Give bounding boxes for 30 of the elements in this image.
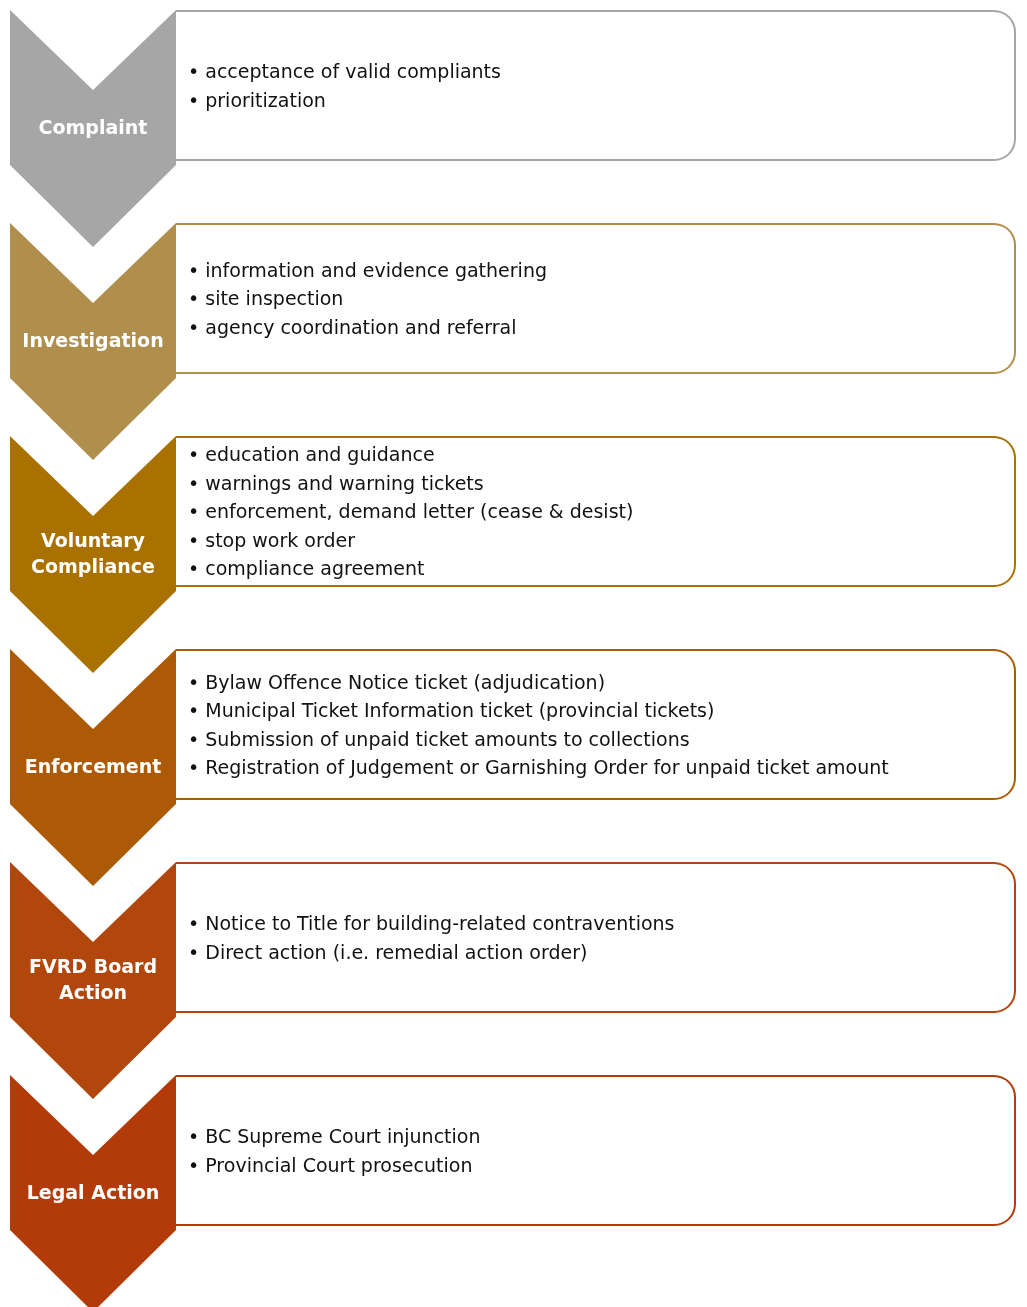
bullet-item: • education and guidance xyxy=(188,442,436,468)
bullet-item: • Bylaw Offence Notice ticket (adjudication) xyxy=(188,669,607,695)
stage-label: Legal Action xyxy=(25,1180,161,1206)
bullet-item: • Submission of unpaid ticket amounts to collections xyxy=(188,726,691,752)
stage-label: Investigation xyxy=(21,328,165,354)
text-panel xyxy=(176,436,1016,587)
bullet-item: • enforcement, demand letter (cease & desist) xyxy=(188,499,635,525)
text-panel xyxy=(176,862,1016,1013)
bullet-item: • Direct action (i.e. remedial action order) xyxy=(188,939,589,965)
bullet-item: • warnings and warning tickets xyxy=(188,470,485,496)
text-panel xyxy=(176,10,1016,161)
bullet-item: • prioritization xyxy=(188,87,327,113)
bullet-item: • site inspection xyxy=(188,286,345,312)
bullet-item: • stop work order xyxy=(188,527,356,553)
bullet-item: • Provincial Court prosecution xyxy=(188,1152,474,1178)
text-panel xyxy=(176,1075,1016,1226)
bullet-item: • BC Supreme Court injunction xyxy=(188,1124,482,1149)
text-panel xyxy=(176,223,1016,374)
stage-label: Voluntary Compliance xyxy=(30,528,156,579)
bullet-item: • Registration of Judgement or Garnishing Order for unpaid ticket amount xyxy=(188,755,890,780)
bullet-item: • Notice to Title for building-related contraventions xyxy=(188,911,676,936)
stage-label: Complaint xyxy=(37,115,149,141)
text-panel xyxy=(176,649,1016,800)
stage-label: Enforcement xyxy=(23,754,163,780)
bullet-item: • Municipal Ticket Information ticket (provincial tickets) xyxy=(188,698,716,723)
bullet-item: • compliance agreement xyxy=(188,556,426,582)
bullet-item: • agency coordination and referral xyxy=(188,314,518,340)
bullet-item: • acceptance of valid compliants xyxy=(188,59,502,84)
stage-label: FVRD Board Action xyxy=(28,954,158,1005)
bullet-item: • information and evidence gathering xyxy=(188,257,548,283)
